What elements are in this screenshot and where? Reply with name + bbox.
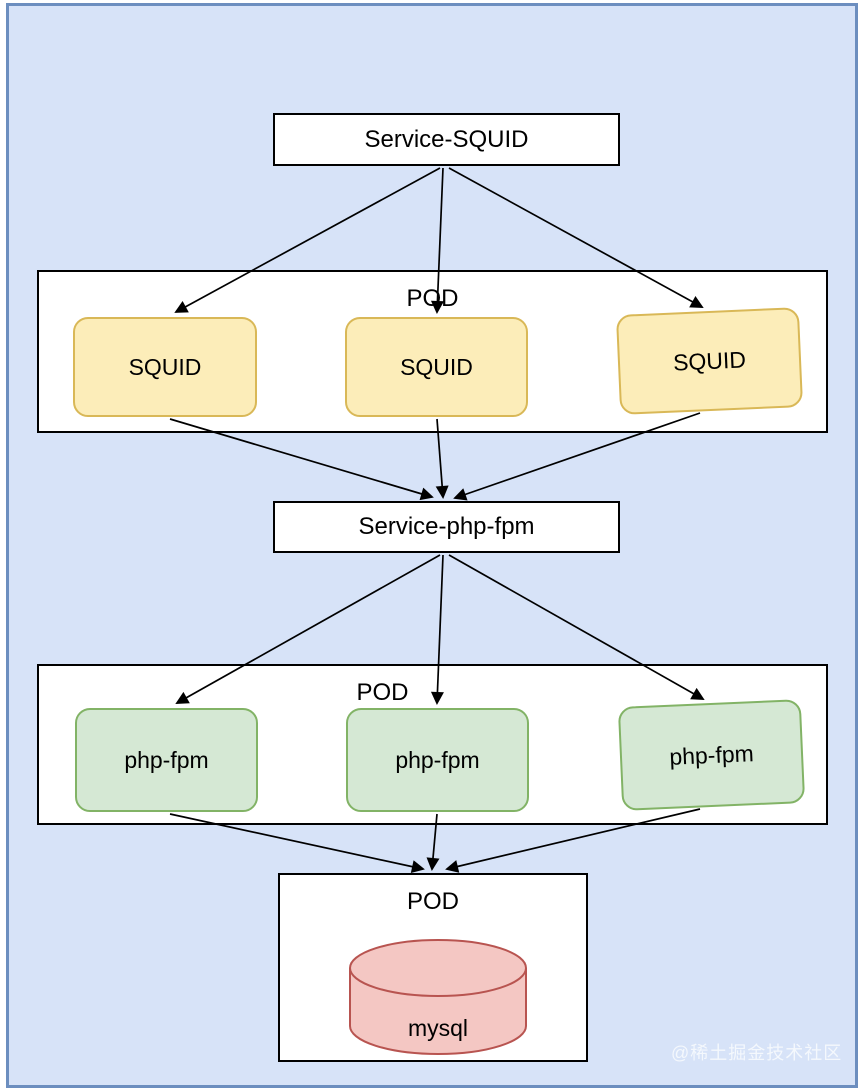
php-fpm-node-1-label: php-fpm — [124, 746, 209, 773]
squid-node-2-label: SQUID — [400, 353, 473, 380]
watermark-text: @稀土掘金技术社区 — [671, 1043, 843, 1063]
php-fpm-node-2-label: php-fpm — [395, 746, 480, 773]
service-squid-node: Service-SQUID — [273, 113, 620, 166]
squid-node-3-label: SQUID — [672, 345, 747, 376]
squid-pod-label: POD — [406, 285, 459, 312]
squid-node-1-label: SQUID — [128, 353, 202, 380]
squid-node-1: SQUID — [73, 317, 257, 417]
service-squid-label: Service-SQUID — [364, 125, 529, 153]
database-cylinder-icon — [349, 939, 527, 1055]
php-fpm-pod-label: POD — [356, 679, 409, 706]
php-fpm-node-3: php-fpm — [617, 699, 806, 811]
service-php-fpm-node: Service-php-fpm — [273, 501, 620, 553]
service-php-fpm-label: Service-php-fpm — [358, 513, 535, 540]
php-fpm-node-3-label: php-fpm — [668, 739, 755, 770]
php-fpm-node-2: php-fpm — [346, 708, 529, 812]
squid-node-2: SQUID — [345, 317, 528, 417]
mysql-label: mysql — [407, 1015, 469, 1041]
php-fpm-node-1: php-fpm — [75, 708, 258, 812]
squid-node-3: SQUID — [615, 307, 804, 415]
mysql-pod-label: POD — [406, 888, 460, 915]
mysql-database: mysql — [349, 939, 527, 1056]
